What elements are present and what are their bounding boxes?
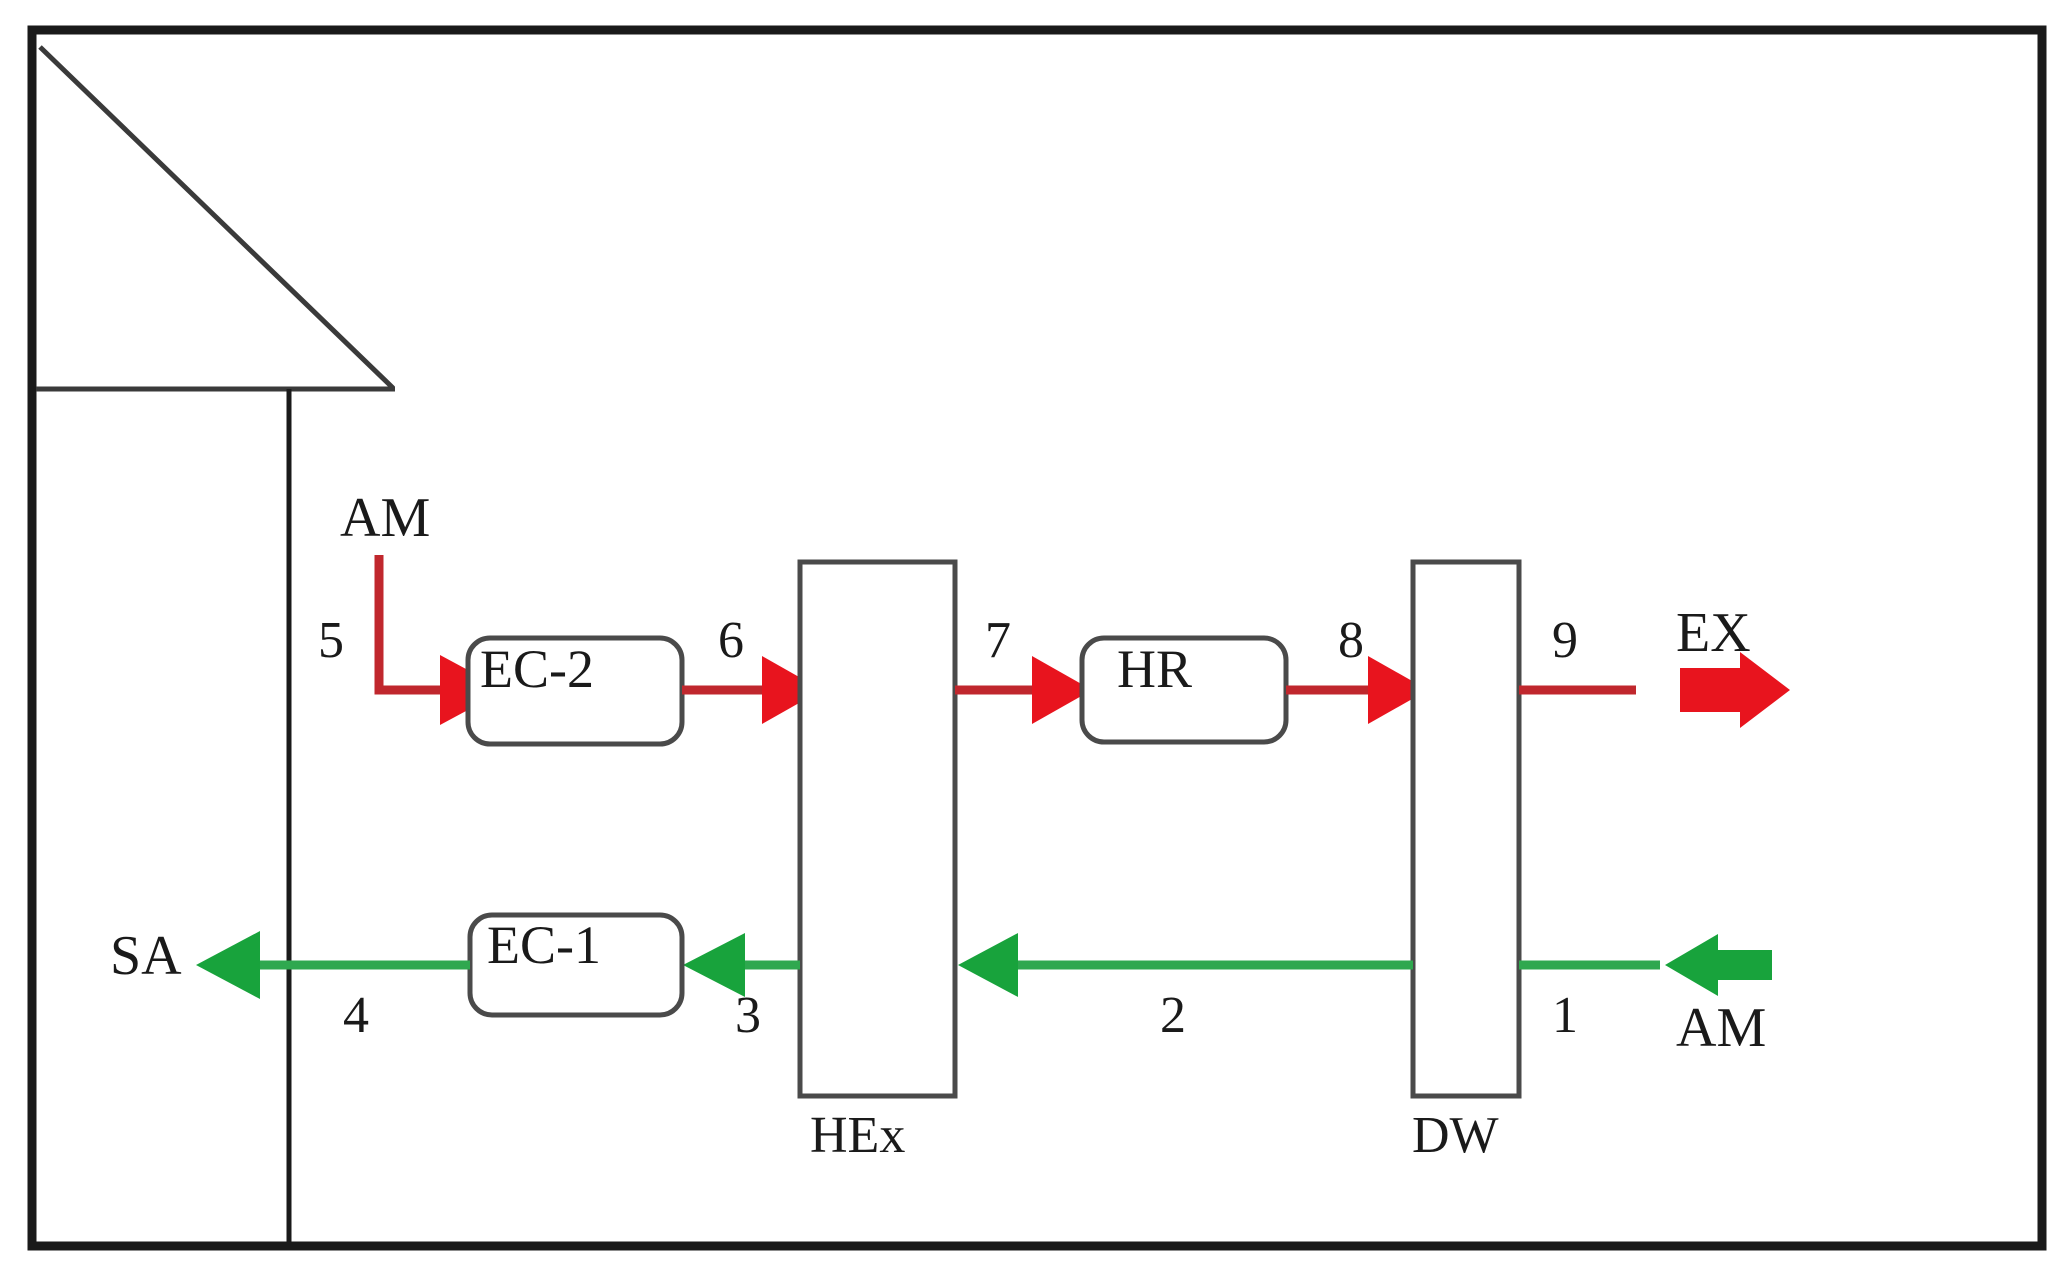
- arrowhead-4: [196, 931, 260, 999]
- component-label-hr: HR: [1117, 639, 1193, 699]
- roof-line: [38, 45, 395, 390]
- stream-number-9: 9: [1552, 612, 1578, 669]
- stream-number-6: 6: [718, 612, 744, 669]
- column-label-hex: HEx: [810, 1107, 906, 1164]
- arrowhead-6: [762, 656, 822, 724]
- component-hex[interactable]: [797, 559, 958, 1099]
- arrowhead-7: [1032, 656, 1092, 724]
- stream-number-2: 2: [1160, 987, 1186, 1044]
- stream-number-7: 7: [985, 612, 1011, 669]
- column-label-dw: DW: [1412, 1107, 1499, 1164]
- outlet-arrow-ex: [1680, 652, 1790, 728]
- stream-number-4: 4: [343, 987, 369, 1044]
- port-label-ex: EX: [1676, 602, 1751, 664]
- stream-number-5: 5: [318, 612, 344, 669]
- arrowhead-2: [958, 933, 1018, 997]
- arrowhead-8: [1368, 656, 1428, 724]
- stream-number-8: 8: [1338, 612, 1364, 669]
- port-label-sa: SA: [110, 925, 182, 987]
- component-label-ec2: EC-2: [480, 639, 594, 699]
- stream-number-3: 3: [735, 987, 761, 1044]
- inlet-arrow-am: [1665, 934, 1772, 996]
- component-dw[interactable]: [1410, 559, 1522, 1099]
- arrowhead-3: [683, 933, 745, 997]
- port-label-am-top: AM: [340, 487, 431, 549]
- outer-border: [27, 25, 2047, 1251]
- component-label-ec1: EC-1: [487, 915, 601, 975]
- port-label-am-right: AM: [1676, 997, 1767, 1059]
- stream-number-1: 1: [1552, 987, 1578, 1044]
- flow-line-5: [374, 555, 445, 695]
